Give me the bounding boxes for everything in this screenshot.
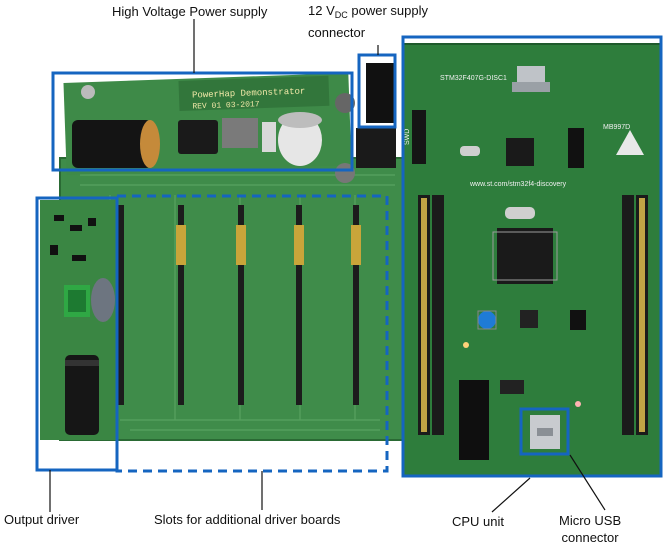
discovery-id: MB997D xyxy=(603,124,630,131)
user-button xyxy=(478,311,496,329)
dc-connector-highlight xyxy=(357,53,397,129)
micro-usb-highlight xyxy=(519,407,570,456)
dc-connector-label: 12 VDC power supply connector xyxy=(308,2,428,41)
cpu-chip xyxy=(497,228,553,284)
discovery-name: STM32F407G-DISC1 xyxy=(440,75,507,82)
hv-supply-highlight xyxy=(51,71,354,172)
output-driver-label: Output driver xyxy=(4,512,80,527)
capacitor-output xyxy=(65,355,99,435)
dc-label-suffix: power supply xyxy=(347,3,428,18)
slots-highlight xyxy=(115,194,389,473)
dc-label-line2: connector xyxy=(308,25,366,40)
hv-board-rev: REV 01 03-2017 xyxy=(192,100,260,111)
dc-label-prefix: 12 V xyxy=(308,3,335,18)
hv-capacitor xyxy=(278,114,322,166)
cpu-unit-highlight xyxy=(401,35,663,478)
dc-barrel-jack xyxy=(366,63,394,123)
slots-label: Slots for additional driver boards xyxy=(154,512,341,527)
hv-board-title: PowerHap Demonstrator xyxy=(192,87,306,101)
usb-label-line2: connector xyxy=(561,530,619,545)
swd-label: SWD xyxy=(404,129,411,145)
audio-jack xyxy=(459,380,489,460)
discovery-url: www.st.com/stm32f4-discovery xyxy=(469,181,567,188)
cpu-unit-leader xyxy=(491,477,531,513)
micro-usb-label: Micro USB connector xyxy=(559,512,621,546)
usb-label-line1: Micro USB xyxy=(559,513,622,528)
dc-label-sub: DC xyxy=(334,10,348,20)
hv-supply-label: High Voltage Power supply xyxy=(112,4,268,19)
micro-usb-leader xyxy=(569,454,606,511)
driver-slots xyxy=(118,205,359,405)
hv-coil xyxy=(72,120,152,168)
cpu-unit-label: CPU unit xyxy=(452,514,505,529)
